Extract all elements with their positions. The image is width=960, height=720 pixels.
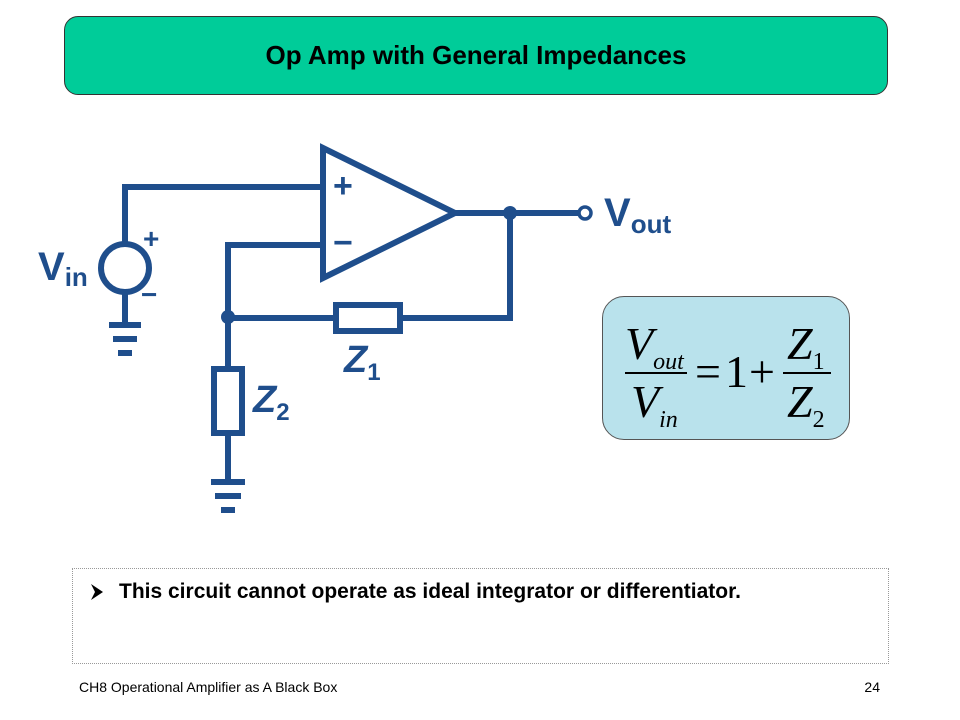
eq-z2-main: Z (787, 376, 813, 427)
op-amp-triangle (320, 143, 462, 283)
z2-label-main: Z (252, 379, 278, 421)
z2-label-sub: 2 (276, 399, 289, 426)
vout-label-main: V (604, 191, 631, 235)
vin-label-main: V (38, 245, 65, 289)
eq-denominator-v: V (631, 376, 664, 427)
title-banner: Op Amp with General Impedances (64, 16, 888, 95)
gain-equation: Vout Vin = 1 + Z1 Z2 (625, 318, 831, 433)
output-terminal (577, 205, 593, 221)
vin-label-sub: in (65, 262, 88, 292)
eq-z1-sub: 1 (813, 349, 825, 375)
z1-label-main: Z (343, 339, 369, 381)
minus-input-sign: − (333, 224, 353, 262)
vout-label: Vout (604, 191, 671, 239)
source-plus-sign: + (143, 223, 159, 254)
junction-output (503, 206, 517, 220)
z1-label: Z1 (343, 339, 381, 386)
eq-numerator-sub: out (653, 349, 685, 375)
eq-z2-sub: 2 (813, 407, 825, 433)
eq-numerator: Vout (625, 318, 685, 375)
bullet-item: This circuit cannot operate as ideal int… (89, 577, 880, 607)
source-minus-sign: − (141, 279, 157, 310)
plus-input-sign: + (333, 167, 353, 205)
ground-icon (109, 322, 141, 356)
z1-label-sub: 1 (367, 359, 380, 386)
slide-title: Op Amp with General Impedances (265, 40, 687, 70)
vin-label: Vin (38, 245, 88, 292)
wire-feedback (400, 213, 513, 321)
wire-source-to-plus (122, 184, 323, 245)
gain-equation-box: Vout Vin = 1 + Z1 Z2 (602, 296, 850, 440)
eq-z2: Z2 (787, 376, 825, 433)
vout-label-sub: out (631, 209, 672, 239)
bullet-text: This circuit cannot operate as ideal int… (119, 580, 741, 603)
z1-impedance (333, 302, 403, 334)
eq-equals: = (695, 346, 721, 397)
ground-icon (211, 479, 245, 513)
footer-course-title: CH8 Operational Amplifier as A Black Box (79, 679, 338, 695)
wire-minus-to-node (225, 242, 323, 316)
eq-denominator: Vin (631, 376, 678, 433)
z2-impedance (211, 366, 245, 436)
eq-denominator-sub: in (659, 407, 678, 433)
z2-label: Z2 (252, 379, 290, 426)
eq-one: 1 (725, 346, 748, 397)
eq-z1: Z1 (787, 318, 825, 375)
junction-node (221, 310, 235, 324)
footer-page-number: 24 (864, 679, 880, 695)
eq-numerator-v: V (625, 318, 658, 369)
bullet-box: This circuit cannot operate as ideal int… (72, 568, 889, 664)
eq-plus: + (749, 346, 775, 397)
eq-z1-main: Z (787, 318, 813, 369)
arrow-bullet-icon (91, 584, 103, 600)
